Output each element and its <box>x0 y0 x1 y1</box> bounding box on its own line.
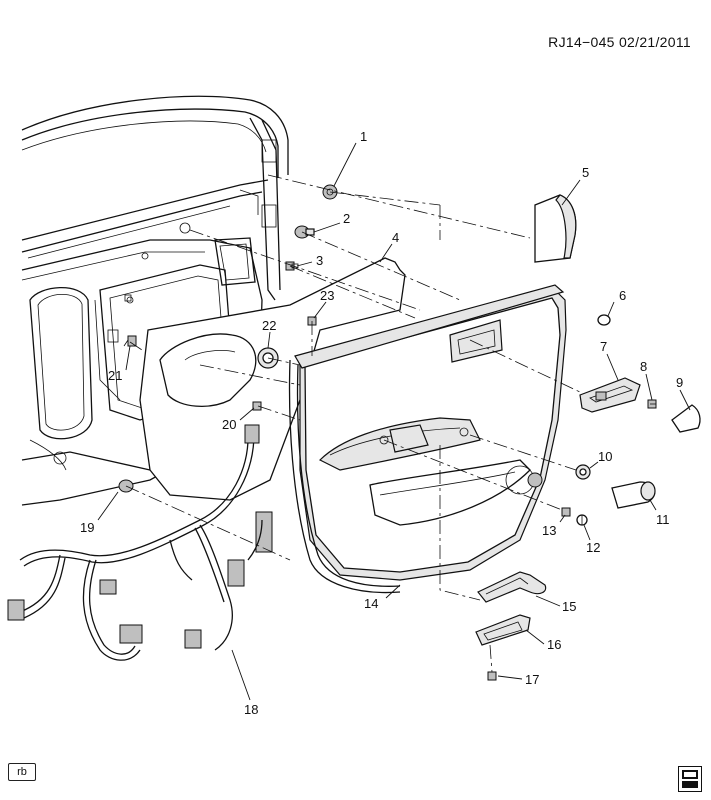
pull-cup-trim-15 <box>477 571 547 603</box>
plug-6 <box>597 314 611 326</box>
diagram-reference-code: RJ14−045 02/21/2011 <box>548 34 691 50</box>
callout-22: 22 <box>262 318 276 333</box>
corner-tag: rb <box>8 763 36 781</box>
callout-13: 13 <box>542 523 556 538</box>
callout-23: 23 <box>320 288 334 303</box>
callout-9: 9 <box>676 375 683 390</box>
callout-12: 12 <box>586 540 600 555</box>
callout-11: 11 <box>656 512 670 527</box>
wiring-harness <box>7 424 273 661</box>
callout-labels: 1 2 3 4 5 6 7 8 9 10 11 12 13 14 15 16 1… <box>80 129 683 717</box>
callout-leaders <box>97 142 691 701</box>
inside-handle-7 <box>579 377 641 413</box>
clip-20 <box>252 401 262 411</box>
callout-15: 15 <box>562 599 576 614</box>
door-trim-panel <box>288 284 567 594</box>
screw-13 <box>561 507 571 517</box>
screw-8 <box>647 399 657 409</box>
cap-12 <box>576 514 588 526</box>
washer-10 <box>575 464 591 480</box>
callout-20: 20 <box>222 417 236 432</box>
clip-21 <box>123 335 137 347</box>
screw-17 <box>487 671 497 681</box>
callout-5: 5 <box>582 165 589 180</box>
callout-19: 19 <box>80 520 94 535</box>
callout-10: 10 <box>598 449 612 464</box>
callout-6: 6 <box>619 288 626 303</box>
trim-cover-9 <box>671 404 701 433</box>
callout-14: 14 <box>364 596 378 611</box>
callout-21: 21 <box>108 368 122 383</box>
door-inner-panel-frame <box>21 95 289 506</box>
alignment-dashed-lines <box>125 174 581 673</box>
pull-handle-11 <box>611 481 656 509</box>
bracket-16 <box>475 614 531 646</box>
callout-1: 1 <box>360 129 367 144</box>
callout-17: 17 <box>525 672 539 687</box>
sail-cover-5 <box>534 194 577 263</box>
callout-18: 18 <box>244 702 258 717</box>
callout-2: 2 <box>343 211 350 226</box>
water-deflector <box>139 257 406 501</box>
callout-8: 8 <box>640 359 647 374</box>
callout-16: 16 <box>547 637 561 652</box>
callout-4: 4 <box>392 230 399 245</box>
callout-7: 7 <box>600 339 607 354</box>
gm-spo-logo-icon <box>678 766 702 792</box>
callout-3: 3 <box>316 253 323 268</box>
